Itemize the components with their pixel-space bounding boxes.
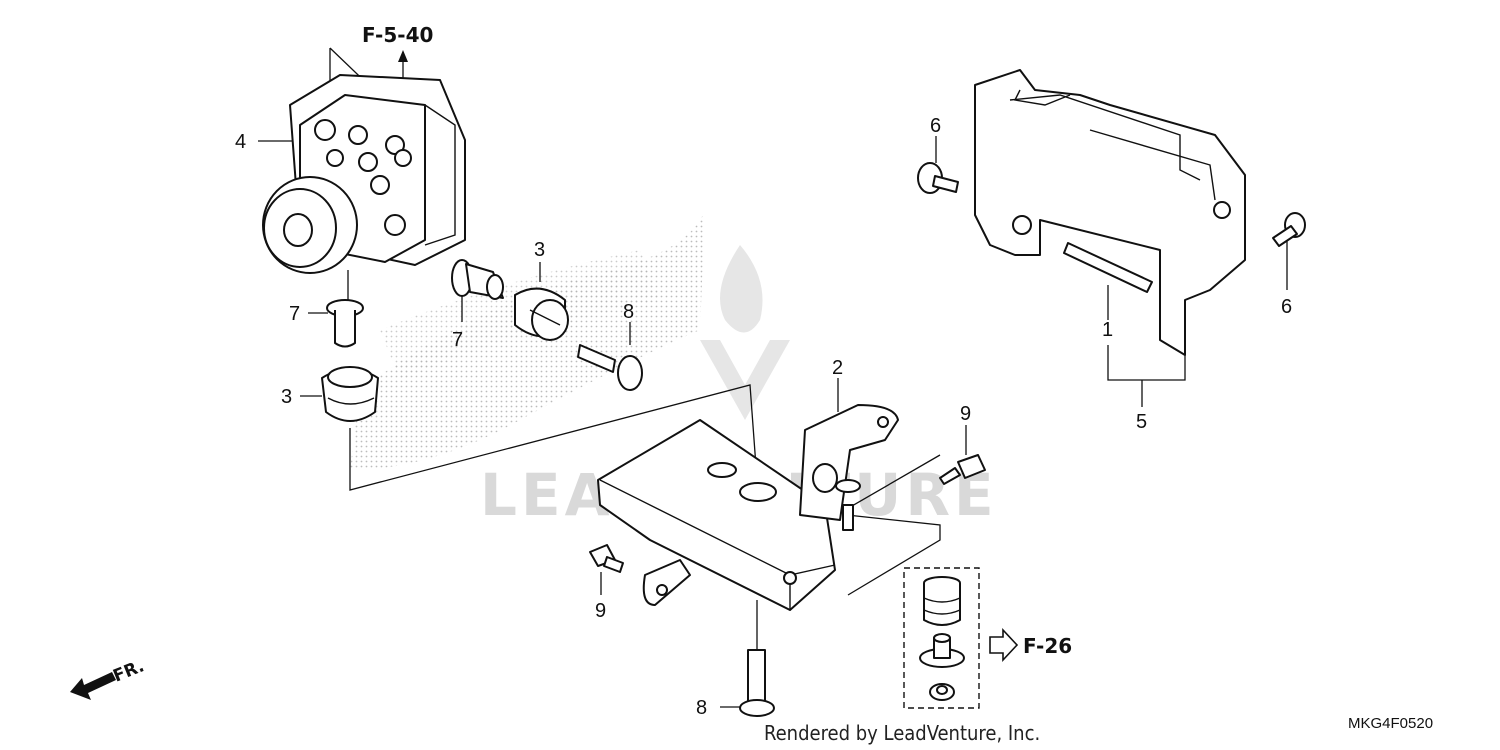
callout-5: 5 <box>1136 411 1147 433</box>
mount-kit-inset <box>903 567 980 709</box>
callout-3-side: 3 <box>534 239 545 261</box>
callout-7-lower: 7 <box>289 303 300 325</box>
callout-3-lower: 3 <box>281 386 292 408</box>
flange-bolt-upper <box>577 344 643 391</box>
abs-cover <box>974 69 1246 356</box>
reference-right: F-26 <box>1023 634 1072 658</box>
flange-bolt-9-left <box>589 544 624 573</box>
diagram-code: MKG4F0520 <box>1348 715 1433 732</box>
collar-side <box>451 259 504 300</box>
callout-8-lower: 8 <box>696 697 707 719</box>
collar-lower <box>326 299 364 348</box>
callout-6-right: 6 <box>1281 296 1292 318</box>
abs-modulator <box>262 74 466 274</box>
callout-2: 2 <box>832 357 843 379</box>
reference-top: F-5-40 <box>362 23 433 47</box>
flange-bolt-lower <box>739 649 775 717</box>
front-direction-label: FR. <box>110 656 147 686</box>
callout-9-left: 9 <box>595 600 606 622</box>
mount-stud <box>835 479 861 531</box>
cover-bolt-right <box>1272 212 1306 247</box>
callout-7-side: 7 <box>452 329 463 351</box>
abs-bracket <box>597 404 899 611</box>
callout-6-left: 6 <box>930 115 941 137</box>
footer-credit: Rendered by LeadVenture, Inc. <box>764 721 1040 745</box>
callout-9-right: 9 <box>960 403 971 425</box>
callout-4: 4 <box>235 131 246 153</box>
reference-arrow-right <box>989 627 1019 663</box>
mount-rubber-side <box>514 287 569 341</box>
callout-8-upper: 8 <box>623 301 634 323</box>
cover-bolt-left <box>917 162 959 194</box>
front-direction-arrow: FR. <box>70 656 147 700</box>
mount-rubber-lower <box>321 366 379 422</box>
flange-bolt-9-right <box>939 454 986 485</box>
callout-1: 1 <box>1102 319 1113 341</box>
